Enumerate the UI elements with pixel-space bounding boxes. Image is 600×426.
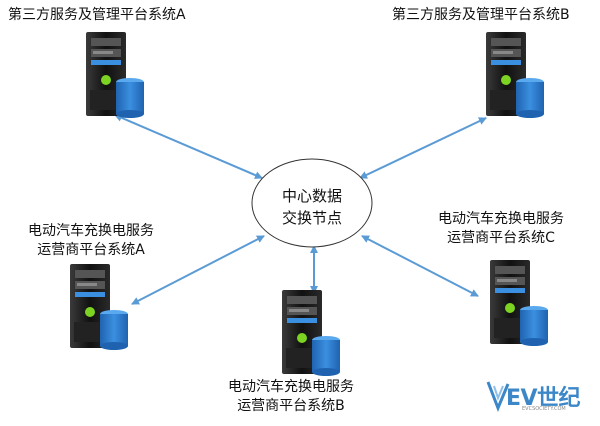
label-operator-c: 电动汽车充换电服务 运营商平台系统C (438, 210, 564, 248)
label-operator-a-line1: 电动汽车充换电服务 (28, 223, 154, 239)
label-operator-b-line2: 运营商平台系统B (237, 398, 345, 414)
label-operator-a: 电动汽车充换电服务 运营商平台系统A (28, 222, 154, 260)
logo-brand: EV世纪 (506, 386, 581, 411)
server-icon-operator-a (56, 262, 136, 352)
link-third-party-b (359, 117, 487, 179)
label-operator-c-line1: 电动汽车充换电服务 (438, 211, 564, 227)
hub-label-line1: 中心数据 (281, 187, 342, 205)
ev-logo-mark-icon (486, 381, 510, 412)
label-operator-b-line1: 电动汽车充换电服务 (228, 379, 354, 395)
ev-century-logo: EV世纪 EVCSOCIETY.COM (486, 378, 586, 418)
label-third-party-a: 第三方服务及管理平台系统A (8, 6, 186, 25)
hub-label-line2: 交换节点 (281, 209, 342, 227)
link-operator-a (131, 235, 265, 305)
label-operator-c-line2: 运营商平台系统C (447, 230, 555, 246)
server-icon-operator-b (268, 288, 348, 378)
server-icon-third-party-b (472, 30, 552, 120)
label-operator-b: 电动汽车充换电服务 运营商平台系统B (228, 378, 354, 416)
label-operator-a-line2: 运营商平台系统A (37, 242, 145, 258)
hub-ellipse (251, 158, 373, 248)
link-third-party-a (114, 114, 263, 179)
link-operator-c (361, 235, 479, 297)
label-third-party-b: 第三方服务及管理平台系统B (392, 6, 570, 25)
server-icon-third-party-a (72, 30, 152, 120)
logo-sub: EVCSOCIETY.COM (522, 406, 566, 412)
server-icon-operator-c (476, 258, 556, 348)
label-third-party-b-line1: 第三方服务及管理平台系统B (392, 7, 570, 23)
label-third-party-a-line1: 第三方服务及管理平台系统A (8, 7, 186, 23)
hub-label: 中心数据 交换节点 (258, 185, 366, 229)
